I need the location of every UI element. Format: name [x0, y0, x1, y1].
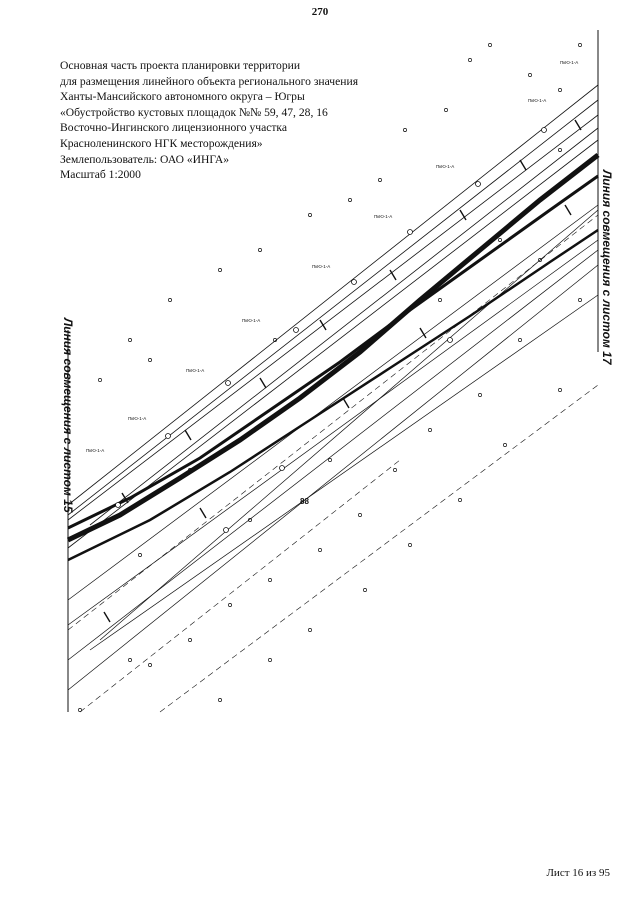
line-ticks [103, 119, 582, 623]
station-label: ПкЮ-1-А [128, 416, 146, 421]
station-label: ПкЮ-1-А [242, 318, 260, 323]
survey-points [78, 43, 582, 712]
title-line-1: Основная часть проекта планировки террит… [60, 59, 301, 72]
lower-line-group [67, 204, 599, 691]
title-block: Основная часть проекта планировки террит… [60, 58, 420, 183]
station-label: ПкЮ-1-А [560, 60, 578, 65]
pipeline-band-3 [67, 228, 599, 562]
station-label: ПкЮ-1-А [374, 214, 392, 219]
stake-circles [115, 127, 547, 533]
scale-line: Масштаб 1:2000 [60, 168, 141, 182]
station-labels: ПкЮ-1-А ПкЮ-1-А ПкЮ-1-А ПкЮ-1-А ПкЮ-1-А … [86, 60, 578, 453]
title-line-5: Восточно-Ингинского лицензионного участк… [60, 121, 288, 135]
dashed-boundaries [67, 214, 599, 713]
station-label: ПкЮ-1-А [186, 368, 204, 373]
match-line-left-label: Линия совмещения с листом 15 [61, 317, 75, 513]
title-line-4: «Обустройство кустовых площадок №№ 59, 4… [60, 105, 328, 119]
upper-line-group [67, 84, 599, 549]
match-line-right-label: Линия совмещения с листом 17 [600, 169, 614, 366]
title-line-3: Ханты-Мансийского автономного округа – Ю… [60, 90, 305, 104]
page-number: 270 [311, 6, 329, 18]
title-line-2: для размещения линейного объекта региона… [60, 74, 359, 88]
main-pipeline-band [66, 153, 600, 543]
pipeline-band-2 [67, 174, 599, 530]
station-label: ПкЮ-1-А [86, 448, 104, 453]
sheet-number: Лист 16 из 95 [546, 867, 610, 879]
station-label: ПкЮ-1-А [436, 164, 454, 169]
point-label: 88 [300, 497, 309, 506]
station-label: ПкЮ-1-А [312, 264, 330, 269]
land-user-line: Землепользователь: ОАО «ИНГА» [60, 152, 230, 166]
station-label: ПкЮ-1-А [528, 98, 546, 103]
title-line-6: Красноленинского НГК месторождения» [60, 136, 263, 150]
